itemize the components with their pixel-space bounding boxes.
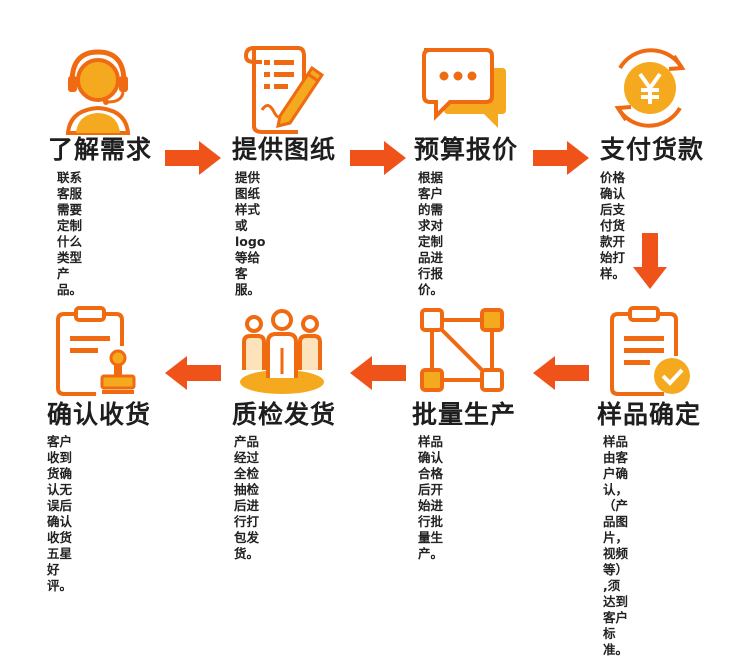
step-description: 根据客户的需求对定制品进行报价。 <box>418 170 444 297</box>
yuan-coin-icon <box>600 38 700 138</box>
production-network-icon <box>412 300 512 400</box>
step-description: 价格确认后支付货款开始打样。 <box>600 170 626 281</box>
arrow-right-icon <box>533 141 589 175</box>
arrow-right-icon <box>350 141 406 175</box>
customer-service-icon <box>48 38 148 138</box>
step-title: 了解需求 <box>48 135 153 164</box>
arrow-left-icon <box>165 356 221 390</box>
drawing-scroll-icon <box>232 38 332 138</box>
step-title: 支付货款 <box>600 135 705 164</box>
chat-bubble-icon <box>414 38 514 138</box>
step-description: 客户收到货确认无误后确认收货五星好评。 <box>47 434 73 593</box>
arrow-left-icon <box>350 356 406 390</box>
step-title: 质检发货 <box>232 400 337 429</box>
step-description: 样品由客户确认，（产品图片，视频等）,须达到客户标准。 <box>603 434 629 657</box>
arrow-left-icon <box>533 356 589 390</box>
step-description: 样品确认合格后开始进行批量生产。 <box>418 434 444 561</box>
clipboard-stamp-icon <box>46 300 146 400</box>
arrow-down-icon <box>633 233 667 289</box>
team-inspection-icon <box>232 300 332 400</box>
step-title: 提供图纸 <box>232 135 337 164</box>
step-title: 预算报价 <box>414 135 519 164</box>
step-description: 产品经过全检抽检后进行打包发货。 <box>234 434 260 561</box>
arrow-right-icon <box>165 141 221 175</box>
step-title: 样品确定 <box>597 400 702 429</box>
step-description: 提供图纸样式或logo等给客服。 <box>235 170 266 297</box>
step-description: 联系客服需要定制什么类型产品。 <box>57 170 83 297</box>
step-title: 批量生产 <box>412 400 517 429</box>
clipboard-check-icon <box>600 300 700 400</box>
step-title: 确认收货 <box>47 400 152 429</box>
